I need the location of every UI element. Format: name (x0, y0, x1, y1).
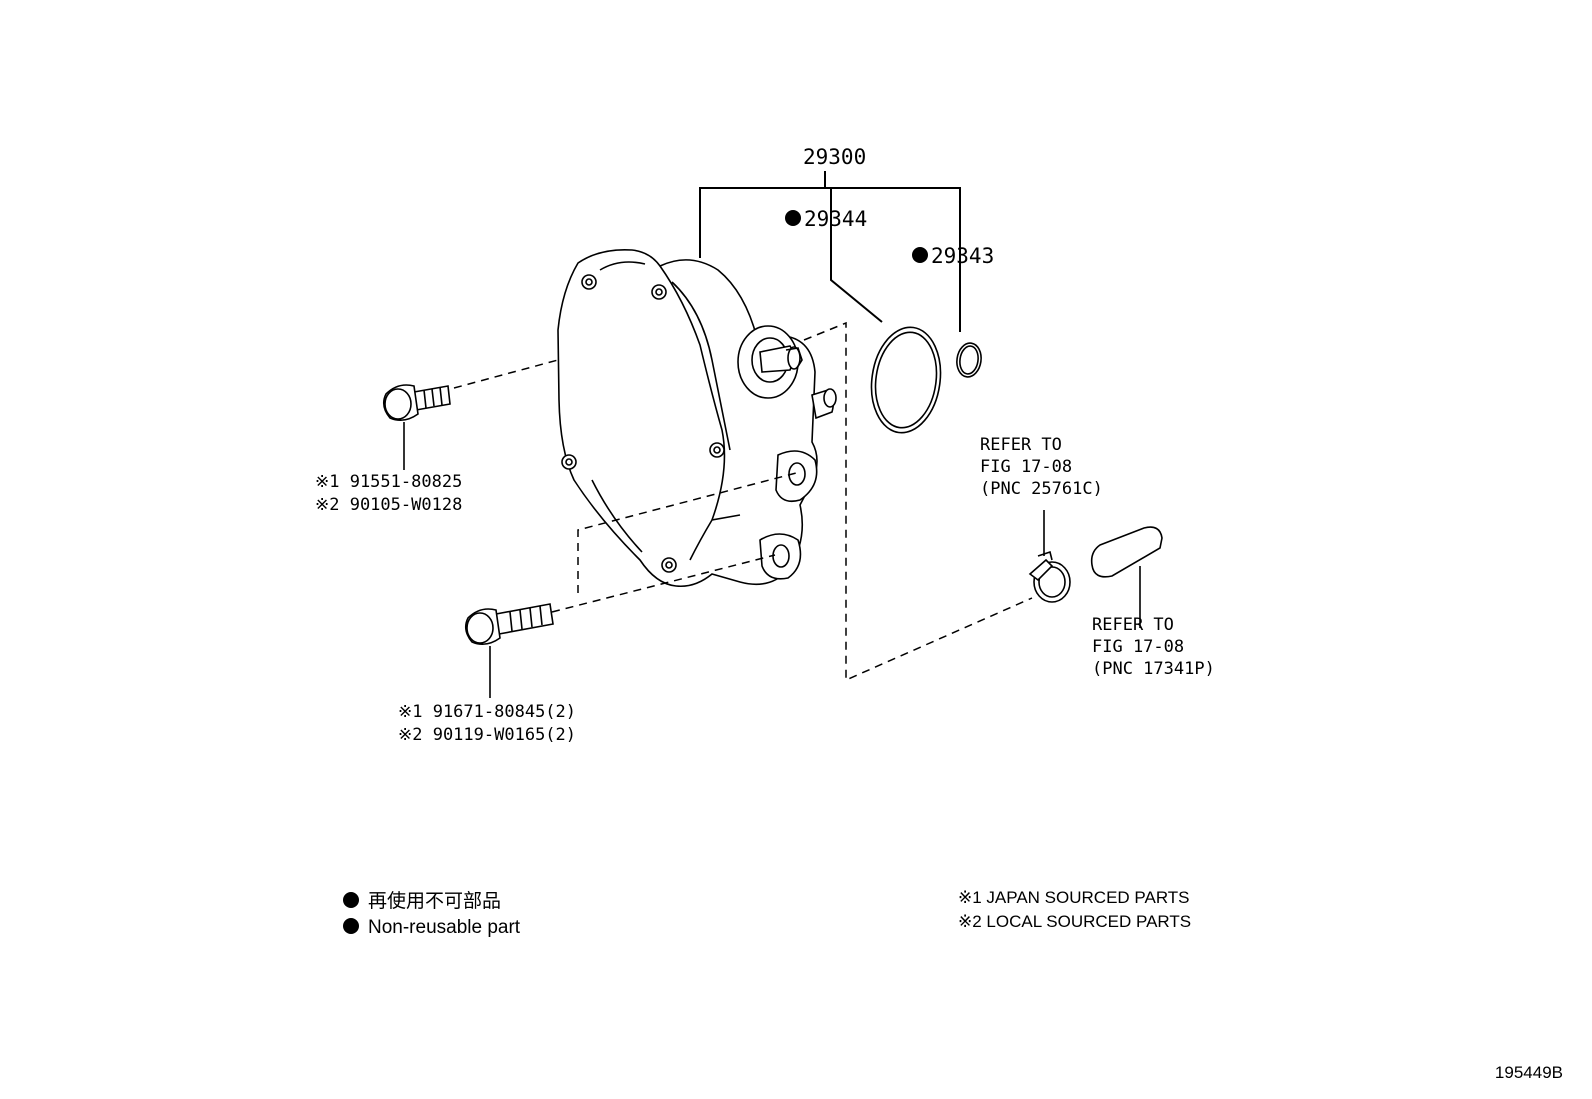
bolt-lower-part-2: ※2 90119-W0165(2) (398, 725, 576, 745)
vacuum-pump-drawing (557, 248, 837, 588)
part-number-29343: 29343 (931, 244, 994, 268)
leader-lines (699, 171, 961, 332)
figure-id: 195449B (1495, 1063, 1563, 1082)
bolt-lower-drawing (464, 603, 554, 698)
legend: 再使用不可部品 Non-reusable part (343, 890, 521, 938)
legend-bullet-icon (343, 892, 359, 908)
oring-29343-drawing (956, 342, 982, 378)
bolt-upper-drawing (382, 384, 451, 470)
legend-en: Non-reusable part (368, 917, 521, 938)
hose-drawing (1090, 526, 1163, 628)
refer-hose-line-3: (PNC 17341P) (1092, 659, 1215, 679)
part-number-29344: 29344 (804, 207, 867, 231)
bolt-lower-part-1: ※1 91671-80845(2) (398, 702, 576, 722)
note-japan-sourced: ※1 JAPAN SOURCED PARTS (958, 888, 1190, 907)
legend-bullet-icon (343, 918, 359, 934)
refer-hose-line-2: FIG 17-08 (1092, 637, 1184, 657)
note-local-sourced: ※2 LOCAL SOURCED PARTS (958, 912, 1191, 931)
refer-clamp-line-3: (PNC 25761C) (980, 479, 1103, 499)
oring-29344-drawing (870, 326, 942, 434)
dashed-assembly-lines (453, 321, 1033, 682)
refer-hose-line-1: REFER TO (1092, 615, 1174, 635)
non-reusable-marker (785, 210, 801, 226)
legend-jp: 再使用不可部品 (368, 890, 501, 912)
bolt-upper-part-1: ※1 91551-80825 (315, 472, 462, 492)
source-notes: ※1 JAPAN SOURCED PARTS ※2 LOCAL SOURCED … (958, 888, 1191, 931)
hose-clamp-drawing (1028, 510, 1071, 603)
refer-clamp-line-2: FIG 17-08 (980, 457, 1072, 477)
part-number-29300: 29300 (803, 145, 866, 169)
non-reusable-marker (912, 247, 928, 263)
bolt-upper-part-2: ※2 90105-W0128 (315, 495, 462, 515)
refer-clamp-line-1: REFER TO (980, 435, 1062, 455)
